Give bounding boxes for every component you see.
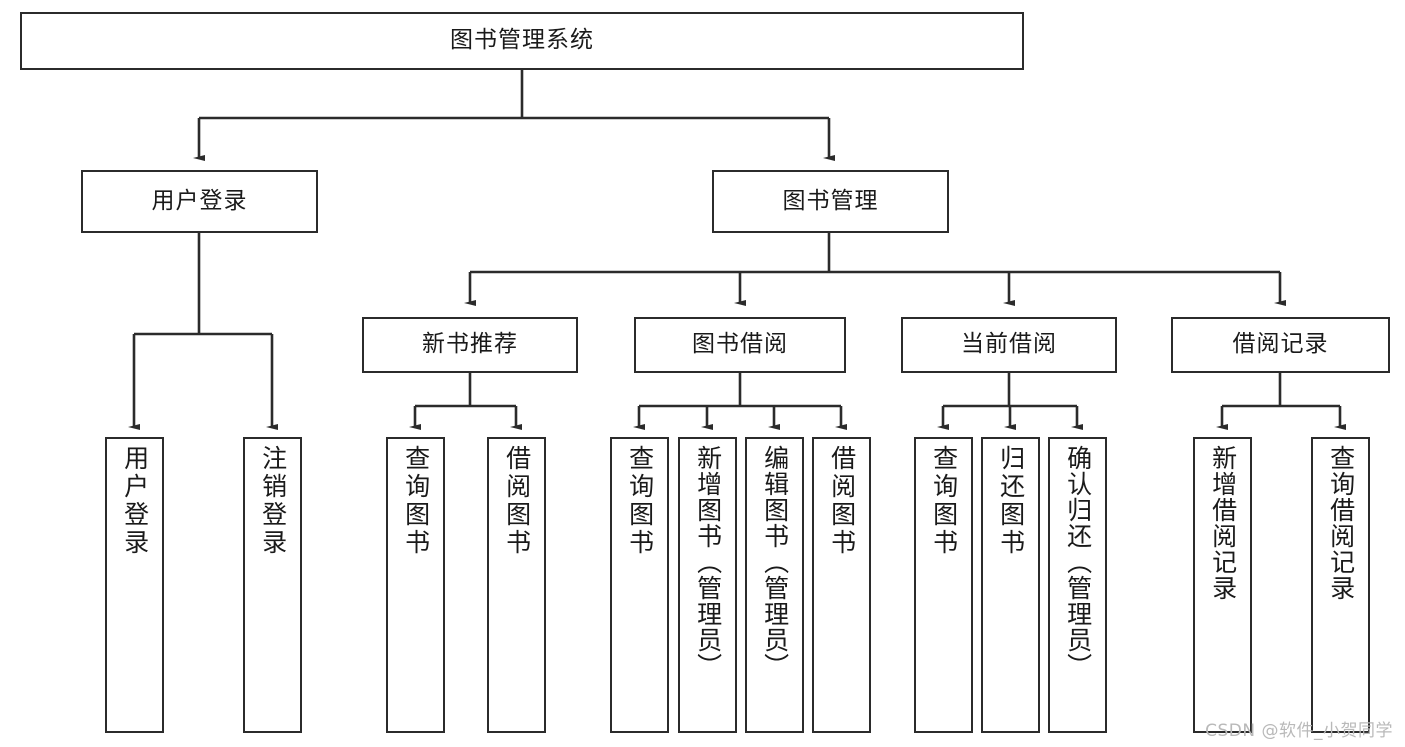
- leaf-book-borrow-query-book[interactable]: 查询图书: [610, 437, 669, 733]
- node-root-book-management-system[interactable]: 图书管理系统: [20, 12, 1024, 70]
- node-new-book-recommend[interactable]: 新书推荐: [362, 317, 578, 373]
- node-label: 查询借阅记录: [1326, 445, 1356, 601]
- leaf-current-borrow-return-book[interactable]: 归还图书: [981, 437, 1040, 733]
- node-label: 借阅记录: [1232, 331, 1329, 358]
- node-label: 图书管理: [782, 187, 879, 214]
- node-label: 注销登录: [258, 445, 288, 557]
- leaf-new-book-borrow-book[interactable]: 借阅图书: [487, 437, 546, 733]
- node-label: 新增图书（管理员）: [693, 445, 723, 679]
- node-label: 图书借阅: [692, 331, 788, 358]
- leaf-new-book-query-book[interactable]: 查询图书: [386, 437, 445, 733]
- leaf-borrow-record-query-record[interactable]: 查询借阅记录: [1311, 437, 1370, 733]
- node-label: 确认归还（管理员）: [1063, 445, 1093, 679]
- node-label: 编辑图书（管理员）: [760, 445, 790, 679]
- node-label: 图书管理系统: [450, 27, 594, 54]
- node-label: 用户登录: [120, 445, 150, 557]
- leaf-current-borrow-confirm-return-admin[interactable]: 确认归还（管理员）: [1048, 437, 1107, 733]
- node-user-login[interactable]: 用户登录: [81, 170, 318, 233]
- leaf-book-borrow-borrow-book[interactable]: 借阅图书: [812, 437, 871, 733]
- node-label: 查询图书: [929, 445, 959, 557]
- leaf-user-login-login[interactable]: 用户登录: [105, 437, 164, 733]
- node-current-borrow[interactable]: 当前借阅: [901, 317, 1117, 373]
- node-label: 归还图书: [996, 445, 1026, 557]
- node-label: 借阅图书: [827, 445, 857, 557]
- leaf-book-borrow-add-book-admin[interactable]: 新增图书（管理员）: [678, 437, 737, 733]
- node-label: 用户登录: [151, 187, 248, 214]
- leaf-current-borrow-query-book[interactable]: 查询图书: [914, 437, 973, 733]
- node-label: 新书推荐: [422, 331, 518, 358]
- leaf-borrow-record-add-record[interactable]: 新增借阅记录: [1193, 437, 1252, 733]
- node-book-borrow[interactable]: 图书借阅: [634, 317, 846, 373]
- leaf-user-login-logout[interactable]: 注销登录: [243, 437, 302, 733]
- node-label: 查询图书: [625, 445, 655, 557]
- leaf-book-borrow-edit-book-admin[interactable]: 编辑图书（管理员）: [745, 437, 804, 733]
- node-label: 新增借阅记录: [1208, 445, 1238, 601]
- node-borrow-record[interactable]: 借阅记录: [1171, 317, 1390, 373]
- node-label: 查询图书: [401, 445, 431, 557]
- csdn-watermark: CSDN @软件_小贺同学: [1205, 721, 1393, 741]
- node-book-management[interactable]: 图书管理: [712, 170, 949, 233]
- node-label: 当前借阅: [961, 331, 1057, 358]
- node-label: 借阅图书: [502, 445, 532, 557]
